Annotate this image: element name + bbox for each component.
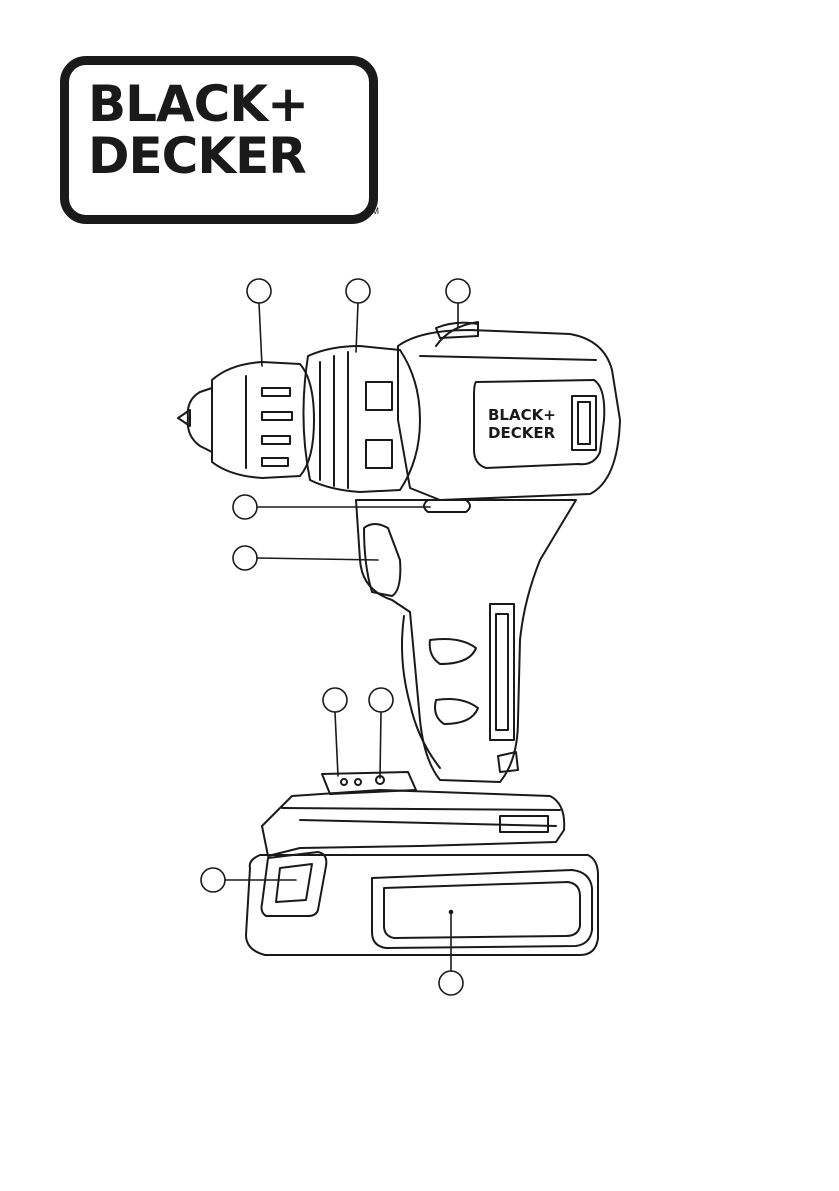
drill-handle bbox=[356, 500, 576, 782]
callout-battery-release bbox=[201, 868, 225, 892]
callout-battery-pack bbox=[439, 971, 463, 995]
battery-pack bbox=[246, 772, 598, 955]
callout-torque-collar bbox=[346, 279, 370, 303]
housing-badge-line-1: BLACK+ bbox=[488, 406, 556, 424]
callout-battery-indicator-1 bbox=[323, 688, 347, 712]
battery-release-button bbox=[262, 852, 327, 916]
torque-collar bbox=[303, 346, 420, 492]
callout-trigger bbox=[233, 546, 257, 570]
callout-battery-indicator-2 bbox=[369, 688, 393, 712]
callout-gear-selector bbox=[446, 279, 470, 303]
callout-chuck bbox=[247, 279, 271, 303]
callout-direction-slider bbox=[233, 495, 257, 519]
chuck bbox=[178, 362, 314, 478]
direction-slider bbox=[424, 500, 470, 512]
housing-badge-line-2: DECKER bbox=[488, 424, 556, 442]
callouts bbox=[201, 279, 470, 995]
